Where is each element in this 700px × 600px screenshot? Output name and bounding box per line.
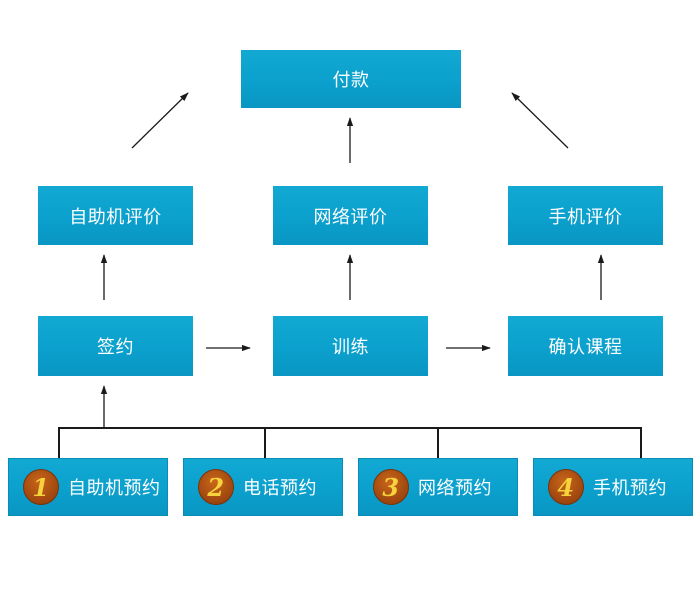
booking-label: 电话预约 bbox=[243, 478, 317, 499]
booking-label: 网络预约 bbox=[418, 478, 492, 499]
number-badge: 3 bbox=[373, 469, 409, 505]
sign-box: 签约 bbox=[38, 316, 193, 376]
web-review-label: 网络评价 bbox=[313, 206, 388, 228]
arrow-phone-review-to-payment bbox=[511, 92, 569, 149]
confirm-course-label: 确认课程 bbox=[548, 337, 623, 358]
training-label: 训练 bbox=[332, 337, 369, 358]
kiosk-review-box: 自助机评价 bbox=[38, 186, 193, 245]
booking-label: 自助机预约 bbox=[68, 478, 161, 499]
payment-box: 付款 bbox=[241, 50, 461, 108]
booking-box-phone-call: 2 电话预约 bbox=[183, 458, 343, 516]
phone-review-box: 手机评价 bbox=[508, 186, 663, 245]
booking-box-mobile: 4 手机预约 bbox=[533, 458, 693, 516]
web-review-box: 网络评价 bbox=[273, 186, 428, 245]
arrow-kiosk-review-to-payment bbox=[131, 92, 189, 149]
number-badge: 4 bbox=[548, 469, 584, 505]
bookings-bracket bbox=[58, 427, 642, 458]
sign-label: 签约 bbox=[97, 337, 134, 358]
phone-review-label: 手机评价 bbox=[548, 206, 623, 228]
confirm-course-box: 确认课程 bbox=[508, 316, 663, 376]
number-badge: 1 bbox=[23, 469, 59, 505]
booking-box-web: 3 网络预约 bbox=[358, 458, 518, 516]
number-badge: 2 bbox=[198, 469, 234, 505]
booking-label: 手机预约 bbox=[593, 478, 667, 499]
kiosk-review-label: 自助机评价 bbox=[69, 206, 162, 228]
training-box: 训练 bbox=[273, 316, 428, 376]
booking-box-kiosk: 1 自助机预约 bbox=[8, 458, 168, 516]
payment-label: 付款 bbox=[332, 70, 370, 91]
